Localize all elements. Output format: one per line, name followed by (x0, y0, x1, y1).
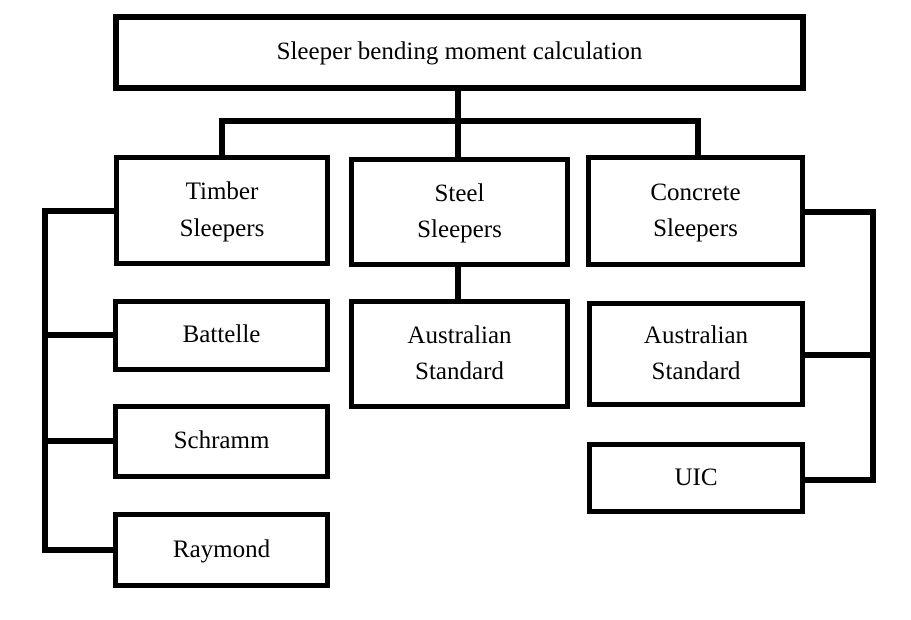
node-australian-standard-steel: Australian Standard (349, 299, 570, 409)
node-timber-sleepers: Timber Sleepers (114, 155, 330, 266)
node-uic: UIC (587, 442, 805, 514)
connector-left-rail-to-battelle (42, 332, 114, 338)
node-steel-sleepers: Steel Sleepers (349, 157, 570, 267)
connector-right-rail-to-uic (805, 477, 876, 483)
connector-left-rail (42, 208, 48, 553)
connector-stub-to-concrete (695, 118, 701, 156)
connector-left-rail-to-schramm (42, 438, 114, 444)
connector-root-to-row2 (455, 91, 461, 157)
node-schramm: Schramm (113, 404, 330, 479)
connector-right-rail-to-australian (805, 352, 876, 358)
connector-left-rail-to-raymond (42, 547, 114, 553)
node-sleeper-bending-moment-calculation: Sleeper bending moment calculation (113, 14, 806, 91)
node-australian-standard-concrete: Australian Standard (587, 301, 805, 407)
connector-right-rail (870, 209, 876, 483)
connector-left-rail-to-timber (42, 208, 115, 214)
node-raymond: Raymond (113, 512, 330, 588)
connector-steel-to-australian (455, 266, 461, 300)
node-concrete-sleepers: Concrete Sleepers (586, 155, 805, 267)
node-battelle: Battelle (113, 299, 330, 372)
connector-distributor-bar (219, 118, 701, 124)
connector-right-rail-to-concrete (805, 209, 876, 215)
connector-stub-to-timber (219, 118, 225, 156)
